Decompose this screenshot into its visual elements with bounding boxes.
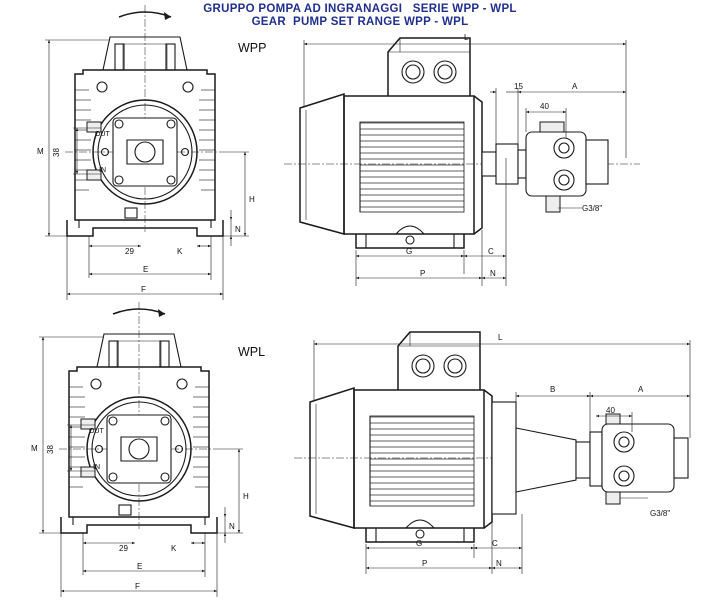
wpl-front-label-in: IN <box>93 464 100 471</box>
title-english: GEAR PUMP SET RANGE WPP - WPL <box>251 16 469 28</box>
wpl-front-dim-38: 38 <box>46 445 55 454</box>
wpp-side-view: L 15 A 40 G3/8" G C P N <box>283 33 641 286</box>
wpp-view-title: WPP <box>238 41 266 55</box>
wpp-front-dim-29: 29 <box>125 247 134 256</box>
wpl-side-dim-c: C <box>492 539 498 548</box>
wpl-side-dim-g: G <box>416 539 422 548</box>
wpp-side-dim-g: G <box>406 247 412 256</box>
wpl-side-dim-p: P <box>422 559 427 568</box>
wpp-side-thread: G3/8" <box>582 204 602 213</box>
wpp-front-label-out: OUT <box>95 131 111 138</box>
wpp-front-dim-h: H <box>249 195 255 204</box>
wpl-front-dim-29: 29 <box>119 544 128 553</box>
wpp-side-dim-a: A <box>572 82 578 91</box>
wpp-side-dim-p: P <box>420 269 425 278</box>
wpp-front-dim-k: K <box>177 247 183 256</box>
wpp-front-dim-38: 38 <box>52 148 61 157</box>
wpp-side-dim-40: 40 <box>540 102 549 111</box>
wpl-front-dim-h: H <box>243 492 249 501</box>
wpp-side-dim-15: 15 <box>514 82 523 91</box>
title-italian: GRUPPO POMPA AD INGRANAGGI SERIE WPP - W… <box>203 3 517 15</box>
wpp-side-dim-l: L <box>464 33 469 42</box>
wpp-front-view: M 38 OUT IN H N 29 K E F <box>37 5 255 300</box>
wpl-side-dim-n: N <box>496 559 502 568</box>
wpl-side-thread: G3/8" <box>650 509 670 518</box>
wpp-side-dim-c: C <box>488 247 494 256</box>
wpp-side-dim-n: N <box>490 269 496 278</box>
wpl-side-dim-l: L <box>498 333 503 342</box>
wpl-front-view: M 38 OUT IN H N 29 K E F <box>31 302 249 597</box>
wpl-front-dim-k: K <box>171 544 177 553</box>
wpp-front-dim-m: M <box>37 147 44 156</box>
wpl-front-dim-e: E <box>137 562 142 571</box>
wpp-front-dim-n: N <box>235 225 241 234</box>
wpl-front-dim-f: F <box>135 582 140 591</box>
wpl-front-dim-n: N <box>229 522 235 531</box>
wpp-front-dim-f: F <box>141 285 146 294</box>
wpl-side-dim-40: 40 <box>606 406 615 415</box>
wpl-front-dim-m: M <box>31 444 38 453</box>
wpp-front-label-in: IN <box>99 167 106 174</box>
wpl-front-label-out: OUT <box>89 428 105 435</box>
wpl-view-title: WPL <box>238 345 265 359</box>
wpl-side-dim-b: B <box>550 385 555 394</box>
wpl-side-view: L B A 40 G3/8" G C P N <box>293 331 691 574</box>
wpp-front-dim-e: E <box>143 265 148 274</box>
wpl-side-dim-a: A <box>638 385 644 394</box>
